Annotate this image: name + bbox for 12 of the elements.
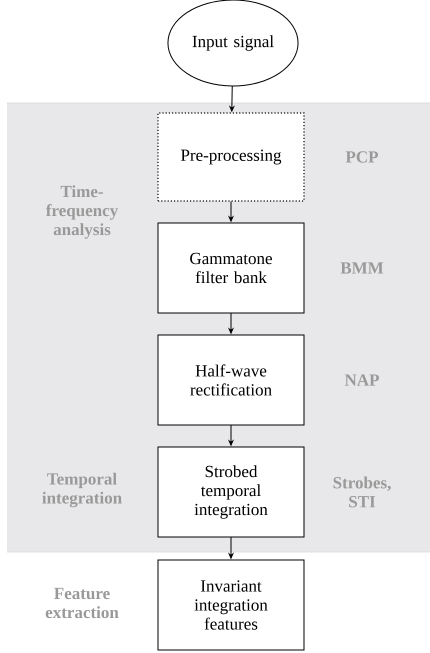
process-box: Half-wave rectification [158,334,304,426]
stage-label: Time-frequency analysis [46,185,118,239]
side-label: Strobes, STI [334,476,391,508]
stage-label: Temporal integration [42,472,122,508]
stage-label: Feature extraction [46,588,119,618]
side-label: PCP [346,151,378,163]
process-box: Invariant integration features [158,560,304,650]
process-box: Gammatone filter bank [158,222,304,314]
process-box: Strobed temporal integration [158,446,304,538]
process-box: Pre-processing [157,112,305,202]
side-label: BMM [340,262,384,274]
side-label: NAP [344,374,379,386]
